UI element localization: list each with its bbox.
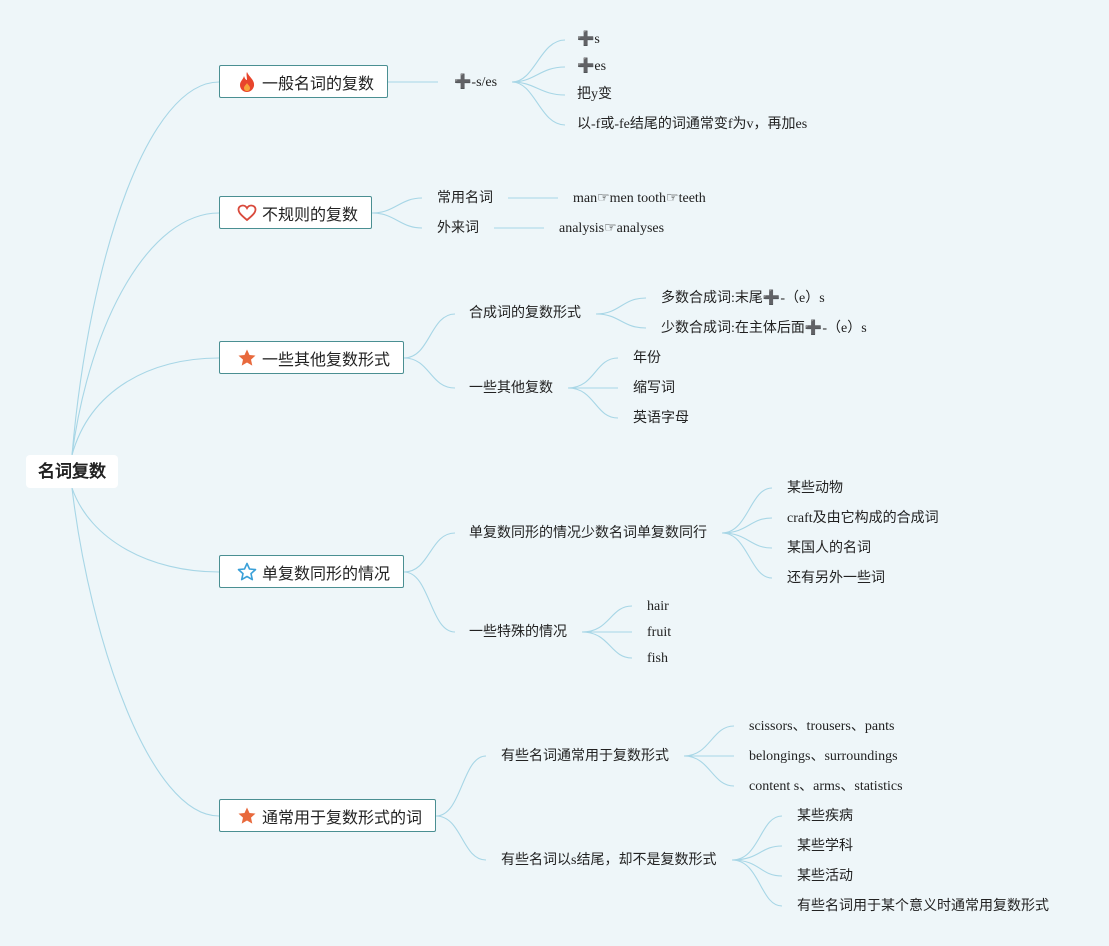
root-node[interactable]: 名词复数 — [26, 455, 118, 488]
leaf-node[interactable]: hair — [647, 599, 669, 614]
leaf-node[interactable]: 某国人的名词 — [787, 541, 871, 556]
leaf-node[interactable]: 以-f或-fe结尾的词通常变f为v，再加es — [577, 117, 808, 132]
leaf-node[interactable]: 有些名词用于某个意义时通常用复数形式 — [797, 899, 1049, 914]
sub-node[interactable]: 合成词的复数形式 — [469, 306, 581, 321]
sub-node[interactable]: 外来词 — [437, 221, 479, 236]
heart-icon — [236, 202, 258, 224]
leaf-node[interactable]: belongings、surroundings — [749, 749, 898, 764]
leaf-node[interactable]: 把y变 — [577, 87, 612, 102]
branch-label: 一些其他复数形式 — [262, 351, 391, 369]
leaf-node[interactable]: craft及由它构成的合成词 — [787, 511, 939, 526]
leaf-node[interactable]: analysis☞analyses — [559, 221, 665, 236]
sub-node[interactable]: 单复数同形的情况少数名词单复数同行 — [469, 526, 707, 541]
leaf-node[interactable]: ➕s — [577, 32, 600, 47]
leaf-node[interactable]: man☞men tooth☞teeth — [573, 191, 706, 206]
leaf-node[interactable]: content s、arms、statistics — [749, 779, 903, 794]
branch-label: 不规则的复数 — [262, 206, 359, 224]
sub-node[interactable]: 一些特殊的情况 — [469, 625, 567, 640]
leaf-node[interactable]: 多数合成词:末尾➕-（e）s — [661, 291, 825, 306]
star-outline-icon — [236, 561, 258, 583]
star-filled-icon — [236, 805, 258, 827]
leaf-node[interactable]: 缩写词 — [633, 381, 675, 396]
leaf-node[interactable]: 某些动物 — [787, 481, 843, 496]
sub-node[interactable]: 有些名词通常用于复数形式 — [501, 749, 669, 764]
branch-node[interactable]: 通常用于复数形式的词 — [219, 799, 436, 832]
fire-icon — [236, 71, 258, 93]
star-filled-icon — [236, 347, 258, 369]
leaf-node[interactable]: 某些活动 — [797, 869, 853, 884]
sub-node[interactable]: ➕-s/es — [454, 75, 498, 90]
branch-label: 一般名词的复数 — [262, 75, 375, 93]
sub-node[interactable]: 常用名词 — [437, 191, 493, 206]
leaf-node[interactable]: 还有另外一些词 — [787, 571, 885, 586]
sub-node[interactable]: 一些其他复数 — [469, 381, 553, 396]
branch-label: 单复数同形的情况 — [262, 565, 391, 583]
leaf-node[interactable]: fruit — [647, 625, 672, 640]
branch-node[interactable]: 不规则的复数 — [219, 196, 372, 229]
leaf-node[interactable]: 某些疾病 — [797, 809, 853, 824]
leaf-node[interactable]: fish — [647, 651, 668, 666]
leaf-node[interactable]: 英语字母 — [633, 411, 689, 426]
branch-node[interactable]: 一般名词的复数 — [219, 65, 388, 98]
branch-node[interactable]: 单复数同形的情况 — [219, 555, 404, 588]
leaf-node[interactable]: 少数合成词:在主体后面➕-（e）s — [661, 321, 867, 336]
branch-label: 通常用于复数形式的词 — [262, 809, 423, 827]
leaf-node[interactable]: ➕es — [577, 59, 607, 74]
leaf-node[interactable]: 某些学科 — [797, 839, 853, 854]
leaf-node[interactable]: scissors、trousers、pants — [749, 719, 895, 734]
leaf-node[interactable]: 年份 — [633, 351, 661, 366]
branch-node[interactable]: 一些其他复数形式 — [219, 341, 404, 374]
sub-node[interactable]: 有些名词以s结尾，却不是复数形式 — [501, 853, 717, 868]
